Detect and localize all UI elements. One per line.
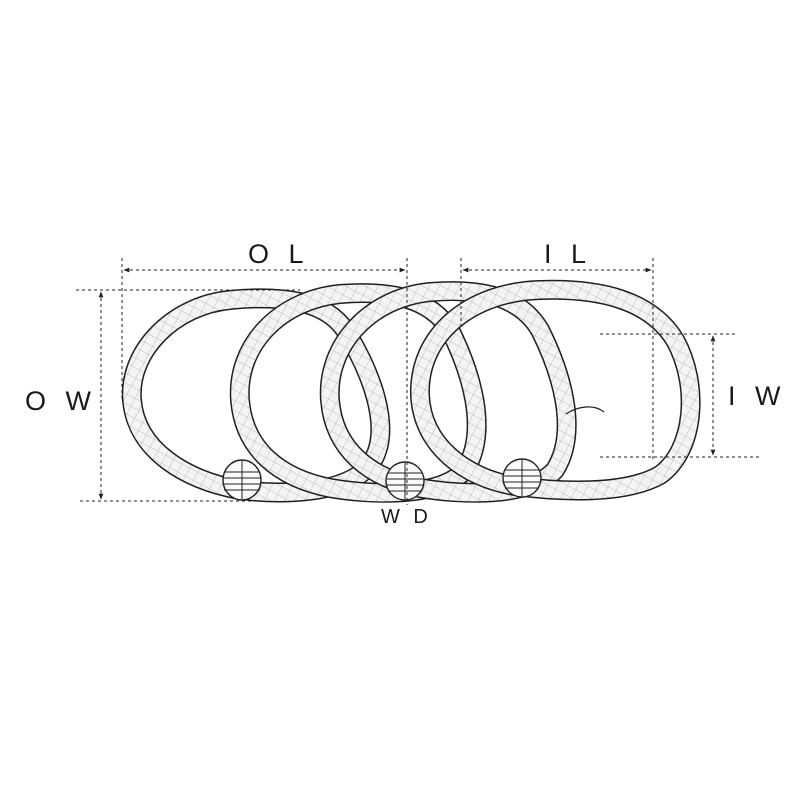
cross-section-2	[385, 461, 425, 501]
dimension-lines	[76, 258, 760, 505]
inner-length-label: I L	[544, 239, 592, 269]
chain-links	[121, 279, 701, 503]
chain-link-4	[409, 279, 701, 501]
cross-section-3	[502, 458, 542, 498]
cross-section-1	[222, 459, 262, 501]
outer-width-label: O W	[25, 386, 97, 416]
weld-seam	[565, 406, 605, 415]
wire-diameter-label: W D	[381, 506, 432, 528]
chain-link-1	[121, 288, 391, 503]
chain-link-2	[229, 283, 487, 503]
outer-length-label: O L	[248, 239, 310, 269]
dimension-labels: O L I L O W I W W D	[25, 239, 787, 528]
inner-width-label: I W	[728, 381, 787, 411]
